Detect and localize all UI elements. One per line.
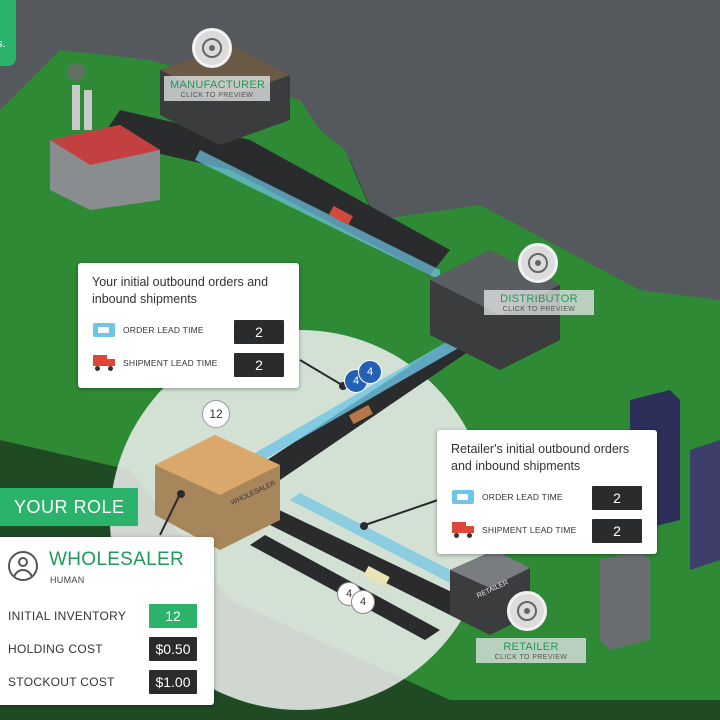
truck-icon [452, 522, 474, 538]
distributor-preview-icon[interactable] [518, 243, 558, 283]
retailer-name: RETAILER [503, 641, 559, 653]
toast-text: s. [0, 38, 6, 50]
retailer-order-lead-time-label: ORDER LEAD TIME [482, 492, 563, 502]
trucks [328, 205, 390, 587]
initial-inventory-label: INITIAL INVENTORY [8, 609, 127, 623]
holding-cost-label: HOLDING COST [8, 642, 103, 656]
distributor-cta: CLICK TO PREVIEW [502, 306, 576, 313]
order-lead-time-label: ORDER LEAD TIME [123, 325, 204, 335]
wholesaler-building: WHOLESALER [155, 435, 280, 550]
your-role-label: YOUR ROLE [14, 496, 125, 517]
shipment-lead-time-label: SHIPMENT LEAD TIME [123, 358, 218, 368]
shipment-lead-time-value: 2 [234, 353, 284, 377]
shipment-lead-time-row: SHIPMENT LEAD TIME [93, 355, 217, 371]
manufacturer-cta: CLICK TO PREVIEW [180, 92, 254, 99]
retailer-card-title: Retailer's initial outbound orders and i… [451, 442, 630, 473]
retailer-order-lead-time-row: ORDER LEAD TIME [452, 490, 563, 504]
role-card: WHOLESALER HUMAN INITIAL INVENTORY 12 HO… [0, 537, 214, 705]
manufacturer-name: MANUFACTURER [170, 79, 266, 91]
wholesaler-lead-time-card: Your initial outbound orders and inbound… [78, 263, 299, 388]
factory-building [50, 63, 160, 210]
order-lead-time-row: ORDER LEAD TIME [93, 323, 204, 337]
wholesaler-card-title: Your initial outbound orders and inbound… [92, 275, 269, 306]
order-icon [93, 323, 115, 337]
retailer-shipment-lead-time-row: SHIPMENT LEAD TIME [452, 522, 576, 538]
retailer-cta: CLICK TO PREVIEW [494, 654, 568, 661]
stockout-cost-value: $1.00 [149, 670, 197, 694]
distributor-label[interactable]: DISTRIBUTOR CLICK TO PREVIEW [484, 290, 594, 315]
manufacturer-label[interactable]: MANUFACTURER CLICK TO PREVIEW [164, 76, 270, 101]
user-avatar-icon [8, 551, 38, 581]
retailer-shipment-lead-time-value: 2 [592, 519, 642, 543]
stockout-cost-label: STOCKOUT COST [8, 675, 115, 689]
shipment-marker: 4 [351, 590, 375, 614]
role-type: HUMAN [50, 575, 85, 585]
retailer-preview-icon[interactable] [507, 591, 547, 631]
order-lead-time-value: 2 [234, 320, 284, 344]
your-role-tab: YOUR ROLE [0, 488, 138, 526]
initial-inventory-value: 12 [149, 604, 197, 628]
manufacturer-preview-icon[interactable] [192, 28, 232, 68]
retailer-label[interactable]: RETAILER CLICK TO PREVIEW [476, 638, 586, 663]
retailer-shipment-lead-time-label: SHIPMENT LEAD TIME [482, 525, 577, 535]
role-name: WHOLESALER [49, 549, 184, 570]
distributor-name: DISTRIBUTOR [500, 293, 578, 305]
truck-icon [93, 355, 115, 371]
notification-toast[interactable]: s. [0, 0, 16, 66]
holding-cost-value: $0.50 [149, 637, 197, 661]
wholesaler-inventory-badge: 12 [202, 400, 230, 428]
retailer-order-lead-time-value: 2 [592, 486, 642, 510]
retailer-lead-time-card: Retailer's initial outbound orders and i… [437, 430, 657, 554]
order-icon [452, 490, 474, 504]
order-marker: 4 [358, 360, 382, 384]
